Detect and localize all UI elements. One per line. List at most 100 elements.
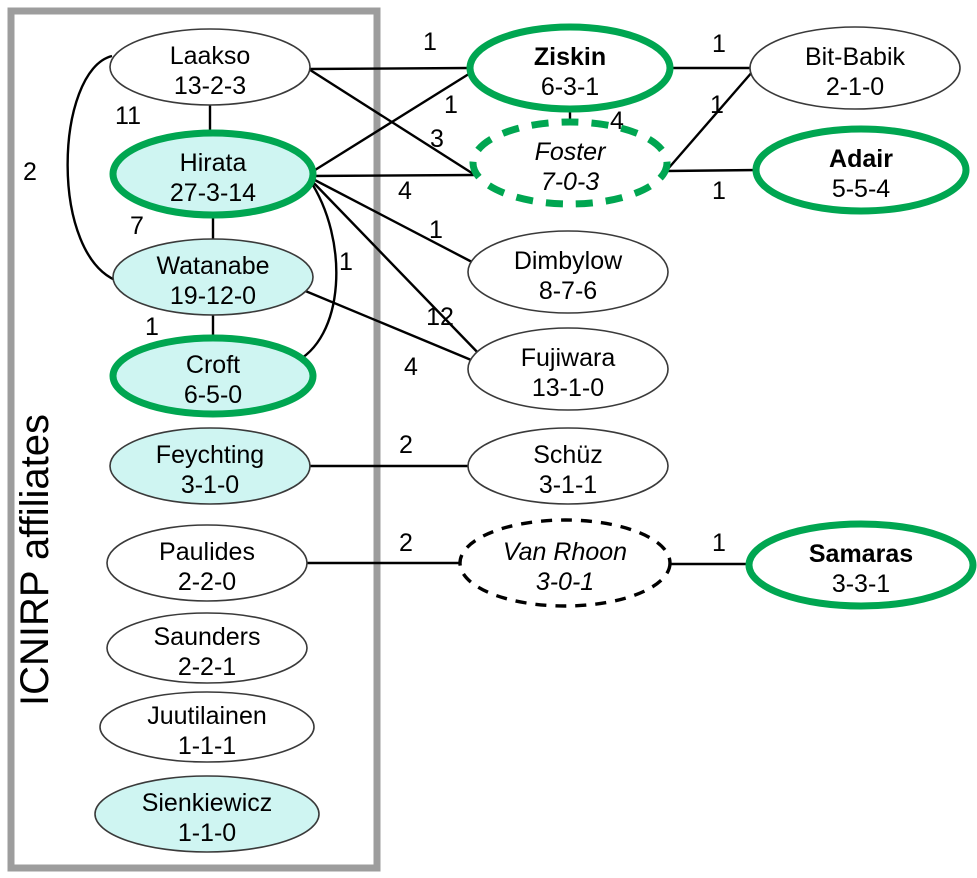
node-shape-juutilainen [99, 691, 315, 763]
edge-weight-laakso-ziskin: 1 [423, 28, 437, 56]
node-counts-schuz: 3-1-1 [539, 471, 597, 499]
edge-laakso-ziskin [309, 66, 471, 71]
edge-laakso-watanabe [66, 54, 121, 284]
edge-weight-hirata-watanabe: 7 [130, 212, 144, 240]
nodes-layer: Laakso13-2-3Hirata27-3-14Watanabe19-12-0… [94, 23, 977, 853]
node-counts-dimbylow: 8-7-6 [539, 277, 597, 305]
icnirp-group-box: ICNIRP affiliates [7, 7, 381, 872]
node-counts-feychting: 3-1-0 [181, 471, 239, 499]
edge-weight-foster-bitbabik: 1 [710, 91, 724, 119]
edge-weight-paulides-vanrhoon: 2 [399, 529, 413, 557]
node-name-foster: Foster [535, 138, 608, 166]
edge-weight-vanrhoon-samaras: 1 [712, 529, 726, 557]
node-shape-paulides [106, 524, 308, 602]
edge-weight-hirata-dimbylow: 1 [429, 216, 443, 244]
edge-hirata-croft [292, 178, 338, 365]
icnirp-affiliates-box [7, 7, 381, 872]
node-counts-ziskin: 6-3-1 [541, 73, 599, 101]
edge-hirata-fujiwara [308, 177, 484, 359]
node-shape-ziskin [466, 23, 674, 113]
node-counts-paulides: 2-2-0 [178, 568, 236, 596]
node-name-dimbylow: Dimbylow [514, 247, 623, 275]
node-counts-juutilainen: 1-1-1 [178, 732, 236, 760]
node-name-hirata: Hirata [180, 149, 247, 177]
group-title: ICNIRP affiliates [13, 414, 57, 706]
node-shape-foster [469, 118, 671, 208]
node-name-schuz: Schüz [533, 441, 602, 469]
node-shape-sienkiewicz [94, 775, 320, 853]
node-shape-bitbabik [749, 26, 961, 110]
node-name-saunders: Saunders [153, 623, 260, 651]
node-counts-foster: 7-0-3 [541, 168, 599, 196]
node-counts-hirata: 27-3-14 [170, 179, 256, 207]
edge-weight-hirata-fujiwara: 12 [426, 303, 454, 331]
node-shape-feychting [109, 427, 311, 505]
edge-weight-watanabe-croft: 1 [145, 313, 159, 341]
node-shape-hirata [109, 129, 317, 219]
edge-weight-ziskin-bitbabik: 1 [712, 30, 726, 58]
node-name-croft: Croft [186, 351, 240, 379]
edge-weight-laakso-foster: 3 [430, 125, 444, 153]
node-name-adair: Adair [829, 145, 893, 173]
node-shape-adair [752, 125, 970, 215]
edge-weight-laakso-hirata: 11 [115, 102, 141, 130]
node-shape-dimbylow [467, 230, 669, 314]
node-name-vanrhoon: Van Rhoon [503, 538, 627, 566]
node-counts-saunders: 2-2-1 [178, 653, 236, 681]
node-name-juutilainen: Juutilainen [147, 702, 267, 730]
node-counts-bitbabik: 2-1-0 [826, 73, 884, 101]
node-counts-fujiwara: 13-1-0 [532, 374, 604, 402]
edge-weight-laakso-watanabe: 2 [23, 158, 37, 186]
node-counts-laakso: 13-2-3 [174, 72, 246, 100]
edge-weight-hirata-croft: 1 [339, 248, 353, 276]
node-counts-croft: 6-5-0 [184, 381, 242, 409]
edge-weight-ziskin-foster: 4 [610, 107, 624, 135]
edges-layer [66, 54, 760, 566]
node-name-bitbabik: Bit-Babik [805, 43, 906, 71]
edge-foster-adair [665, 168, 760, 173]
node-shape-watanabe [112, 238, 314, 316]
node-name-fujiwara: Fujiwara [521, 344, 616, 372]
edge-weight-hirata-ziskin: 1 [444, 91, 458, 119]
edge-weight-hirata-foster: 4 [398, 177, 412, 205]
node-name-paulides: Paulides [159, 538, 255, 566]
node-shape-saunders [106, 612, 308, 684]
edge-weight-foster-adair: 1 [712, 177, 726, 205]
edge-weight-watanabe-fujiwara: 4 [404, 353, 418, 381]
node-counts-watanabe: 19-12-0 [170, 282, 256, 310]
node-counts-vanrhoon: 3-0-1 [536, 568, 594, 596]
node-shape-laakso [109, 28, 311, 106]
node-shape-fujiwara [467, 327, 669, 411]
node-name-watanabe: Watanabe [156, 252, 269, 280]
edge-hirata-foster [307, 173, 475, 178]
node-name-sienkiewicz: Sienkiewicz [142, 789, 273, 817]
edge-hirata-ziskin [306, 70, 473, 177]
node-name-samaras: Samaras [809, 540, 913, 568]
node-name-ziskin: Ziskin [534, 43, 606, 71]
node-counts-adair: 5-5-4 [832, 175, 890, 203]
node-shape-croft [109, 334, 317, 418]
edge-weight-feychting-schuz: 2 [399, 431, 413, 459]
edge-foster-bitbabik [666, 70, 754, 171]
